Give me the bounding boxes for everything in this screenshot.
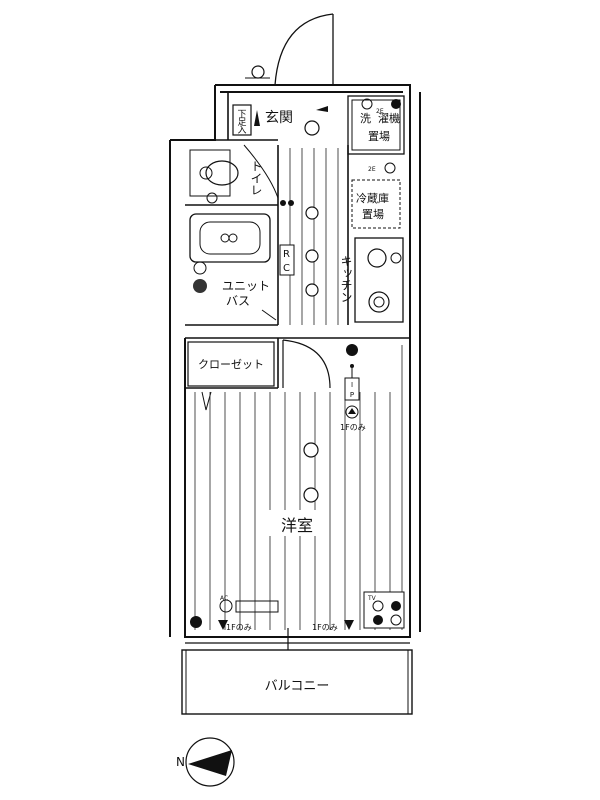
- svg-text:C: C: [283, 263, 290, 274]
- light-icon: [303, 442, 319, 458]
- rc-panel: R C: [279, 244, 295, 276]
- compass-icon: N: [176, 737, 235, 787]
- ip-outlet: I P 1Fのみ: [340, 344, 366, 432]
- corridor: [289, 148, 339, 325]
- svg-text:冷蔵庫: 冷蔵庫: [356, 191, 389, 205]
- closet: クローゼット: [187, 341, 275, 411]
- balcony: バルコニー: [181, 649, 413, 715]
- svg-text:P: P: [350, 391, 354, 399]
- svg-text:TV: TV: [367, 595, 377, 602]
- svg-text:2E: 2E: [368, 166, 376, 173]
- switch-icon: [280, 200, 286, 206]
- switch-icon: [316, 106, 328, 112]
- toilet-label: トイレ: [249, 160, 263, 196]
- toilet: トイレ: [189, 144, 279, 204]
- sink-icon: [367, 248, 387, 268]
- stove-icon: [368, 291, 390, 313]
- svg-text:洗: 洗: [360, 112, 371, 125]
- washer-area: 洗 濯機 置場 2E: [347, 95, 405, 155]
- svg-text:入: 入: [237, 125, 246, 136]
- switch-icon: [288, 200, 294, 206]
- western-room-label: 洋室: [281, 516, 313, 535]
- svg-text:下: 下: [237, 110, 246, 120]
- fridge-area: 冷蔵庫 置場 2E: [351, 162, 401, 229]
- shoe-box: 下 足 入: [232, 104, 252, 136]
- balcony-window: [185, 628, 410, 650]
- toilet-icon: [205, 160, 239, 186]
- svg-text:AC: AC: [220, 595, 228, 602]
- light-icon: [245, 65, 270, 79]
- unit-bath: ユニット バス: [189, 213, 277, 321]
- svg-text:N: N: [176, 755, 185, 769]
- kitchen: キッチン: [339, 237, 404, 323]
- entrance-label: 玄関: [265, 109, 293, 126]
- svg-text:I: I: [351, 381, 353, 389]
- floor-boards: [194, 345, 403, 630]
- unit-bath-label: ユニット: [222, 279, 270, 293]
- closet-label: クローゼット: [198, 358, 264, 371]
- svg-text:1Fのみ: 1Fのみ: [312, 623, 338, 632]
- entrance-door: [274, 13, 334, 86]
- svg-text:2E: 2E: [376, 108, 384, 115]
- balcony-label: バルコニー: [265, 679, 330, 694]
- tv-outlets: TV: [363, 591, 405, 629]
- interior-walls: [185, 93, 410, 389]
- hall-lights: [305, 206, 319, 297]
- svg-text:置場: 置場: [362, 208, 384, 221]
- kitchen-label: キッチン: [339, 255, 353, 303]
- room-door: [282, 339, 331, 389]
- bathtub-icon: [189, 213, 271, 263]
- svg-text:置場: 置場: [368, 130, 390, 143]
- light-icon: [303, 487, 319, 503]
- svg-text:R: R: [283, 249, 290, 260]
- svg-text:足: 足: [237, 117, 246, 128]
- wall-cover: [272, 420, 332, 560]
- svg-text:バス: バス: [226, 294, 250, 308]
- ac-unit: AC: [219, 595, 279, 613]
- svg-text:1Fのみ: 1Fのみ: [226, 623, 252, 632]
- svg-text:濯機: 濯機: [378, 111, 400, 125]
- light-icon: [304, 120, 320, 136]
- pillar-icon: [254, 110, 260, 126]
- outlet-icon: 1Fのみ 1Fのみ: [190, 616, 354, 632]
- svg-text:1Fのみ: 1Fのみ: [340, 423, 366, 432]
